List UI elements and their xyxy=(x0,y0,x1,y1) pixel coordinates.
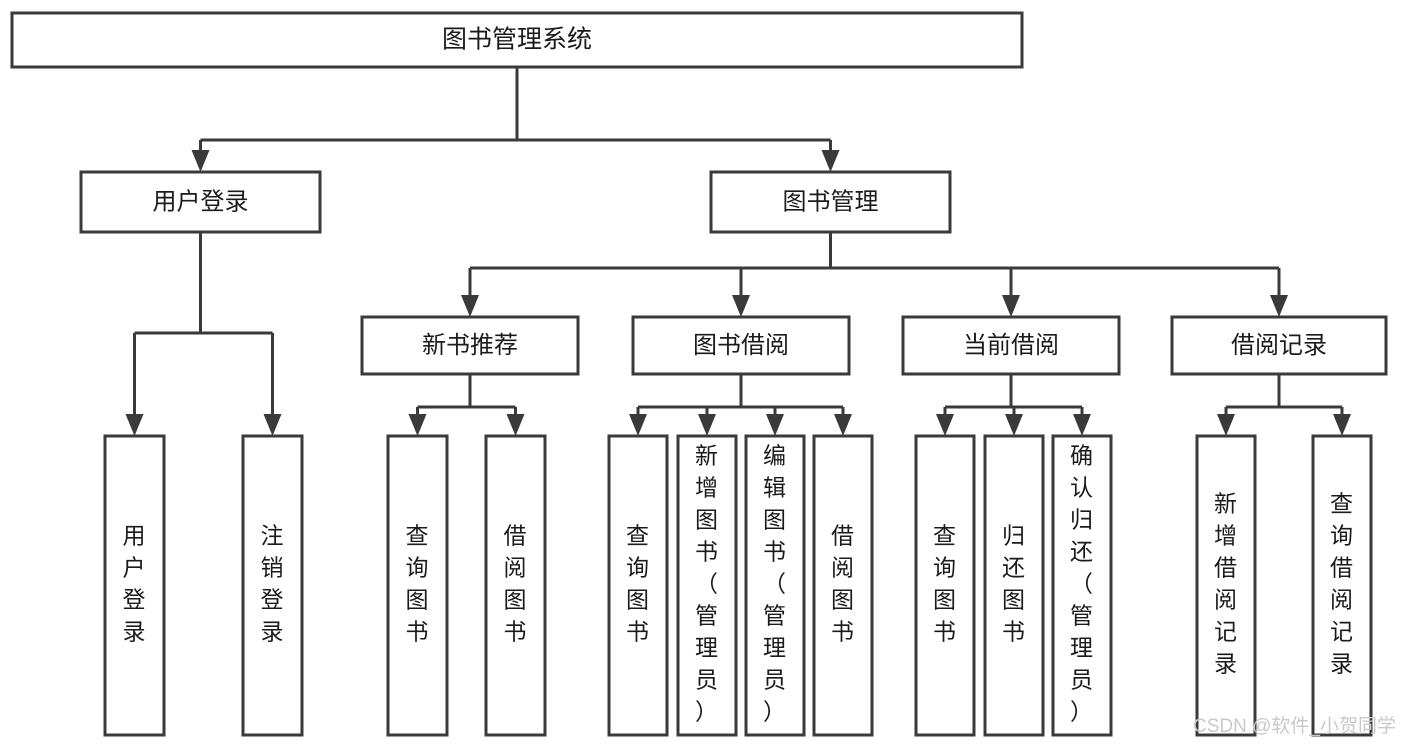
node-box-query-book-1 xyxy=(386,434,449,737)
arrow-head-icon-add-borrow-record xyxy=(1217,414,1235,436)
connector-layer xyxy=(125,67,1351,436)
node-box-add-book-admin xyxy=(676,434,738,737)
arrow-head-icon-query-borrow-record xyxy=(1333,414,1351,436)
node-label-user-logout: 注销登录 xyxy=(261,523,285,645)
node-label-query-book-3: 查询图书 xyxy=(933,523,957,645)
node-book-manage[interactable]: 图书管理 xyxy=(709,170,952,234)
node-query-book-2[interactable]: 查询图书 xyxy=(607,434,669,737)
node-box-borrow-book-2 xyxy=(812,434,874,737)
arrow-head-icon-return-book xyxy=(1005,414,1023,436)
node-box-user-logout xyxy=(241,434,304,737)
node-confirm-return-admin[interactable]: 确认归还（管理员） xyxy=(1051,434,1113,737)
node-box-user-login xyxy=(79,170,322,234)
node-label-new-book-recommend: 新书推荐 xyxy=(422,332,518,359)
node-box-edit-book-admin xyxy=(744,434,806,737)
node-label-borrow-record: 借阅记录 xyxy=(1231,332,1327,359)
arrow-head-icon-book-borrow xyxy=(732,295,750,317)
node-box-query-borrow-record xyxy=(1311,434,1373,737)
arrow-head-icon-borrow-book-2 xyxy=(834,414,852,436)
csdn-watermark: CSDN @软件_小贺同学 xyxy=(1193,715,1396,737)
node-label-edit-book-admin: 编辑图书（管理员） xyxy=(763,443,787,725)
node-borrow-book-1[interactable]: 借阅图书 xyxy=(484,434,547,737)
node-label-add-book-admin: 新增图书（管理员） xyxy=(695,443,719,725)
node-box-add-borrow-record xyxy=(1195,434,1257,737)
arrow-head-icon-book-manage xyxy=(821,150,840,172)
node-box-query-book-3 xyxy=(914,434,976,737)
node-label-root: 图书管理系统 xyxy=(442,26,592,54)
node-query-book-1[interactable]: 查询图书 xyxy=(386,434,449,737)
node-box-confirm-return-admin xyxy=(1051,434,1113,737)
node-box-book-borrow xyxy=(631,315,851,376)
node-add-book-admin[interactable]: 新增图书（管理员） xyxy=(676,434,738,737)
node-label-query-book-2: 查询图书 xyxy=(626,523,650,645)
node-borrow-book-2[interactable]: 借阅图书 xyxy=(812,434,874,737)
arrow-head-icon-user-login-do xyxy=(125,414,144,436)
node-box-query-book-2 xyxy=(607,434,669,737)
node-label-borrow-book-2: 借阅图书 xyxy=(831,523,855,645)
arrow-head-icon-query-book-3 xyxy=(936,414,954,436)
arrow-head-icon-add-book-admin xyxy=(698,414,716,436)
node-label-add-borrow-record: 新增借阅记录 xyxy=(1214,491,1238,677)
node-box-current-borrow xyxy=(901,315,1121,376)
node-edit-book-admin[interactable]: 编辑图书（管理员） xyxy=(744,434,806,737)
node-user-login[interactable]: 用户登录 xyxy=(79,170,322,234)
node-book-borrow[interactable]: 图书借阅 xyxy=(631,315,851,376)
node-label-current-borrow: 当前借阅 xyxy=(963,332,1059,359)
node-borrow-record[interactable]: 借阅记录 xyxy=(1170,315,1388,376)
node-label-user-login-do: 用户登录 xyxy=(123,523,147,645)
node-user-logout[interactable]: 注销登录 xyxy=(241,434,304,737)
node-query-book-3[interactable]: 查询图书 xyxy=(914,434,976,737)
node-layer: 图书管理系统用户登录用户登录注销登录图书管理新书推荐查询图书借阅图书图书借阅查询… xyxy=(10,11,1388,737)
node-box-new-book-recommend xyxy=(360,315,580,376)
arrow-head-icon-borrow-record xyxy=(1270,295,1288,317)
node-root[interactable]: 图书管理系统 xyxy=(10,11,1024,69)
arrow-head-icon-query-book-1 xyxy=(408,414,427,436)
node-box-borrow-record xyxy=(1170,315,1388,376)
node-new-book-recommend[interactable]: 新书推荐 xyxy=(360,315,580,376)
arrow-head-icon-user-logout xyxy=(263,414,282,436)
node-box-root xyxy=(10,11,1024,69)
node-user-login-do[interactable]: 用户登录 xyxy=(103,434,166,737)
node-label-return-book: 归还图书 xyxy=(1002,523,1026,645)
node-label-query-book-1: 查询图书 xyxy=(406,523,430,645)
node-box-book-manage xyxy=(709,170,952,234)
arrow-head-icon-user-login xyxy=(191,150,210,172)
arrow-head-icon-new-book-recommend xyxy=(461,295,479,317)
node-label-book-borrow: 图书借阅 xyxy=(693,332,789,359)
node-label-confirm-return-admin: 确认归还（管理员） xyxy=(1070,443,1094,725)
node-box-user-login-do xyxy=(103,434,166,737)
node-box-borrow-book-1 xyxy=(484,434,547,737)
node-label-query-borrow-record: 查询借阅记录 xyxy=(1330,491,1354,677)
arrow-head-icon-current-borrow xyxy=(1002,295,1020,317)
node-label-borrow-book-1: 借阅图书 xyxy=(504,523,528,645)
arrow-head-icon-query-book-2 xyxy=(629,414,647,436)
arrow-head-icon-borrow-book-1 xyxy=(506,414,525,436)
node-return-book[interactable]: 归还图书 xyxy=(983,434,1045,737)
node-box-return-book xyxy=(983,434,1045,737)
node-label-user-login: 用户登录 xyxy=(153,188,249,215)
arrow-head-icon-edit-book-admin xyxy=(766,414,784,436)
node-label-book-manage: 图书管理 xyxy=(783,188,879,215)
node-query-borrow-record[interactable]: 查询借阅记录 xyxy=(1311,434,1373,737)
node-current-borrow[interactable]: 当前借阅 xyxy=(901,315,1121,376)
node-add-borrow-record[interactable]: 新增借阅记录 xyxy=(1195,434,1257,737)
arrow-head-icon-confirm-return-admin xyxy=(1073,414,1091,436)
